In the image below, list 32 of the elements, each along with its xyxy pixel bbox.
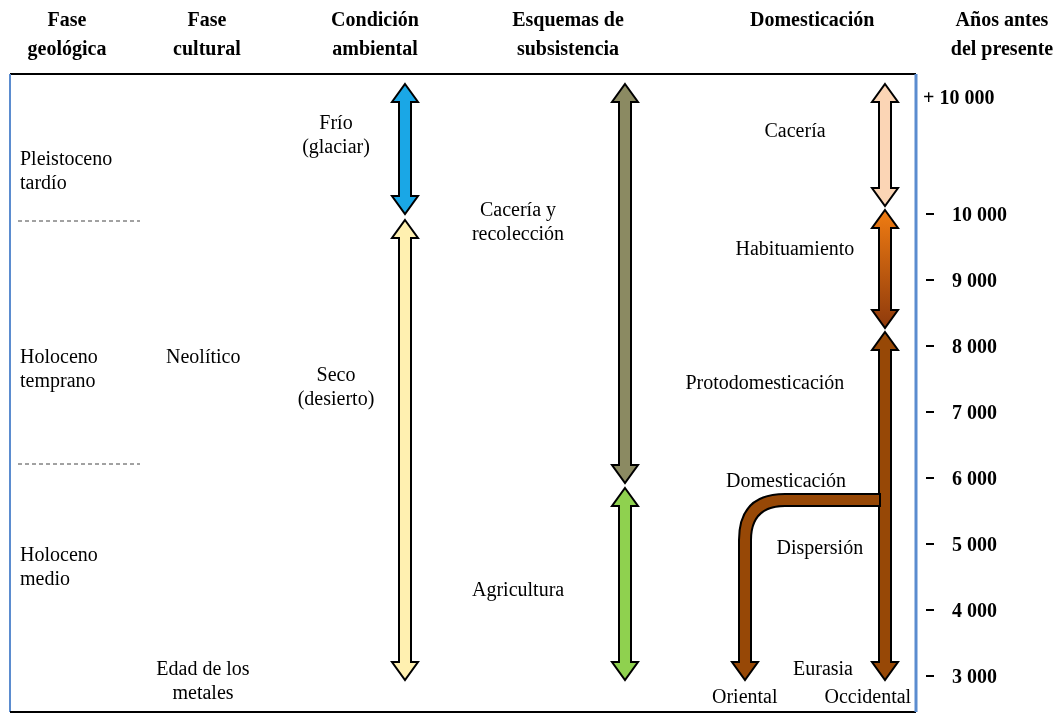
year-label: 5 000: [952, 532, 997, 556]
year-label: 4 000: [952, 598, 997, 622]
text-label: Edad de los metales: [155, 656, 251, 704]
text-label: Neolítico: [166, 344, 241, 368]
text-label: Dispersión: [776, 535, 864, 559]
text-label: Domesticación: [726, 468, 846, 492]
year-label: 9 000: [952, 268, 997, 292]
year-label: 10 000: [952, 202, 1007, 226]
text-label: Occidental: [824, 684, 912, 708]
text-label: Agricultura: [472, 577, 565, 601]
year-label: + 10 000: [923, 85, 995, 109]
column-header: Condición ambiental: [330, 7, 420, 61]
year-label: 7 000: [952, 400, 997, 424]
column-header: Domesticación: [750, 7, 875, 32]
text-label: Oriental: [712, 684, 778, 708]
text-label: Eurasia: [793, 656, 853, 680]
text-label: Cacería y recolección: [470, 197, 566, 245]
column-header: Años antes del presente: [949, 7, 1055, 62]
text-label: Habituamiento: [735, 236, 855, 260]
text-label: Holoceno temprano: [20, 344, 99, 392]
text-label: Cacería: [764, 118, 826, 142]
text-label: Seco (desierto): [296, 362, 376, 410]
column-header: Fase cultural: [172, 7, 242, 61]
column-header: Esquemas de subsistencia: [511, 7, 625, 61]
year-label: 8 000: [952, 334, 997, 358]
text-label: Holoceno medio: [20, 542, 99, 590]
year-label: 6 000: [952, 466, 997, 490]
column-header: Fase geológica: [26, 7, 108, 62]
text-label: Protodomesticación: [685, 370, 845, 394]
text-label: Frío (glaciar): [301, 110, 371, 158]
year-label: 3 000: [952, 664, 997, 688]
text-label: Pleistoceno tardío: [20, 146, 114, 194]
